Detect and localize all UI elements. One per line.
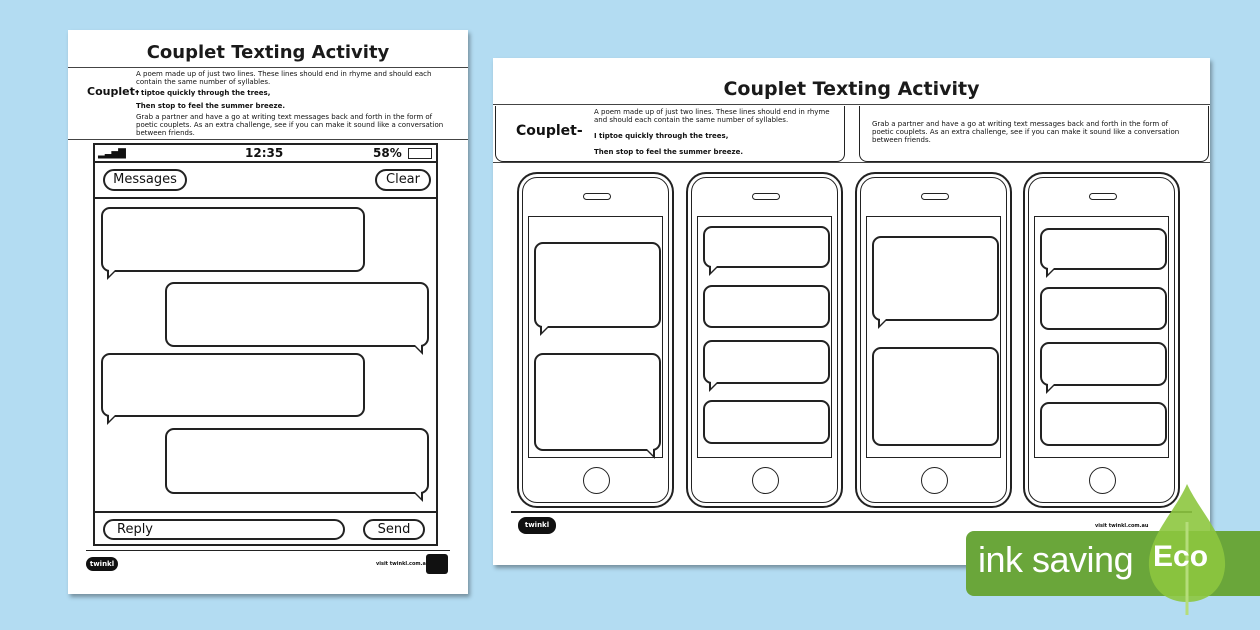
divider [86,550,450,551]
twinkl-logo: twinkl [86,557,118,571]
phone-screen [697,216,832,458]
signal-icon: ▂▃▅▇ [98,148,126,159]
footer-url[interactable]: visit twinkl.com.au [376,561,430,567]
battery-percent: 58% [373,146,402,160]
message-bubble[interactable] [165,428,429,502]
definition-text: A poem made up of just two lines. These … [594,108,830,124]
send-button[interactable]: Send [363,519,425,540]
message-bubble[interactable] [1040,287,1167,330]
reply-bar: Reply Send [95,511,436,546]
home-button-icon [583,467,610,494]
phone-template-3 [855,172,1012,508]
reply-input[interactable]: Reply [103,519,345,540]
divider [68,139,468,140]
message-bubble[interactable] [534,242,661,336]
message-bubble[interactable] [703,340,830,392]
message-bubble[interactable] [703,285,830,328]
message-bubble[interactable] [165,282,429,355]
term-label: Couplet- [87,85,140,98]
speaker-icon [1089,193,1117,200]
eco-label: Eco [1153,540,1209,573]
instructions-text: Grab a partner and have a go at writing … [136,113,444,137]
award-badge-icon [426,554,448,574]
message-bubble[interactable] [872,347,999,446]
message-bubble[interactable] [101,353,365,425]
phone-screen [1034,216,1169,458]
message-bubble[interactable] [872,236,999,329]
phone-screen [528,216,663,459]
example-line-1: I tiptoe quickly through the trees, [136,89,271,97]
definition-box: Couplet- A poem made up of just two line… [495,106,845,162]
phone-screen [866,216,1001,458]
speaker-icon [583,193,611,200]
example-line-2: Then stop to feel the summer breeze. [136,102,285,110]
status-bar: ▂▃▅▇ 12:35 58% [95,145,436,163]
twinkl-logo: twinkl [518,517,556,534]
speaker-icon [921,193,949,200]
home-button-icon [752,467,779,494]
message-bubble[interactable] [1040,342,1167,394]
battery-icon [408,148,432,159]
example-line-2: Then stop to feel the summer breeze. [594,148,743,156]
phone-template-1 [517,172,674,508]
sheet-title: Couplet Texting Activity [723,78,980,100]
leaf-icon [1148,484,1226,615]
message-bubble[interactable] [534,353,661,459]
message-bubble[interactable] [1040,402,1167,446]
divider [493,162,1210,163]
phone-frame: ▂▃▅▇ 12:35 58% Messages Clear Reply Send [93,143,438,546]
home-button-icon [921,467,948,494]
example-line-1: I tiptoe quickly through the trees, [594,132,729,140]
message-bubble[interactable] [703,226,830,276]
phone-template-2 [686,172,843,508]
home-button-icon [1089,467,1116,494]
footer-url[interactable]: visit twinkl.com.au [1095,523,1149,529]
messages-back-button[interactable]: Messages [103,169,187,191]
divider [68,67,468,68]
divider [511,511,1192,513]
worksheet-portrait: Couplet Texting Activity Couplet- A poem… [68,30,468,594]
divider [493,104,1210,105]
definition-text: A poem made up of just two lines. These … [136,70,432,86]
sheet-title: Couplet Texting Activity [146,42,390,63]
clock: 12:35 [245,146,284,160]
instructions-text: Grab a partner and have a go at writing … [872,120,1180,144]
ink-saving-label: ink saving [978,539,1134,580]
message-bubble[interactable] [1040,228,1167,278]
nav-bar: Messages Clear [95,163,436,199]
message-bubble[interactable] [101,207,365,280]
clear-button[interactable]: Clear [375,169,431,191]
worksheet-landscape: Couplet Texting Activity Couplet- A poem… [493,58,1210,565]
phone-template-4 [1023,172,1180,508]
message-bubble[interactable] [703,400,830,444]
instructions-box: Grab a partner and have a go at writing … [859,106,1209,162]
term-label: Couplet- [516,123,583,139]
speaker-icon [752,193,780,200]
